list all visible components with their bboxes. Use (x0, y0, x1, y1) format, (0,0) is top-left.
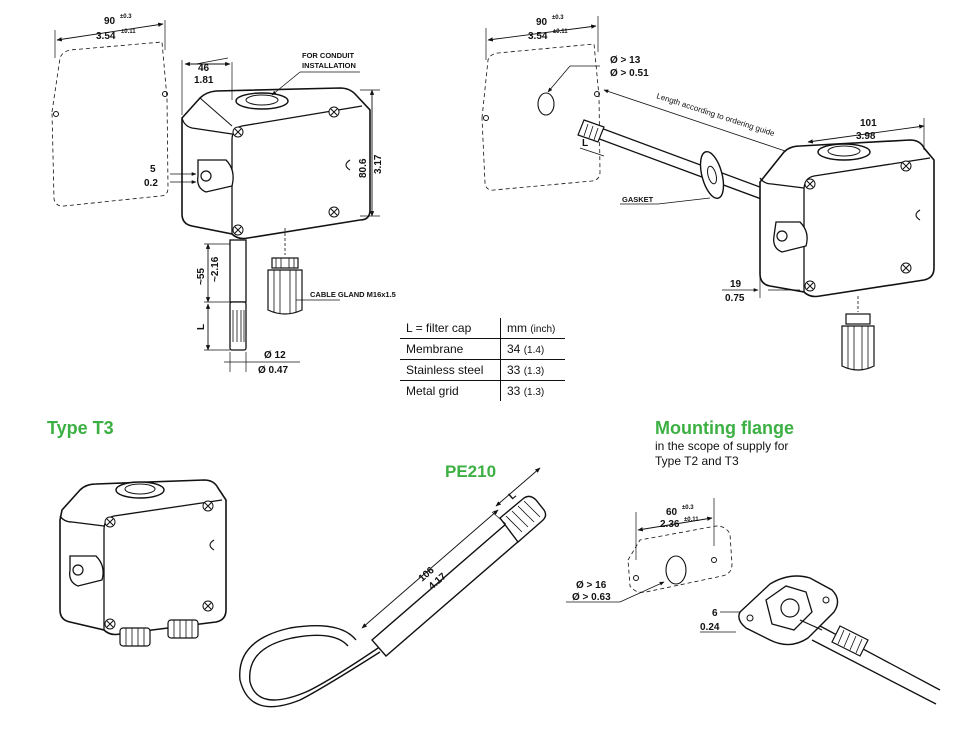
drawing-mounting-flange (566, 498, 941, 705)
filter-row-mm: 34 (507, 341, 521, 356)
d2-width-in-tol: ±0.11 (553, 29, 568, 35)
filter-table-row: Stainless steel 33 (1.3) (400, 359, 565, 381)
drawing1-labels: 90 ±0.3 3.54 ±0.11 46 1.81 FOR CONDUIT I… (96, 14, 396, 376)
mount-hole-left (53, 111, 59, 117)
d1-filter-label: L (196, 324, 207, 330)
d1-offset-mm: 46 (198, 63, 210, 74)
filter-table-header-unit: mm (inch) (500, 318, 565, 339)
d1-probe-in: ~2.16 (210, 256, 221, 282)
width-dimension-line (56, 22, 164, 42)
mount-hole-right (162, 91, 168, 97)
drawing-duct-mount (481, 16, 935, 371)
housing-screws (232, 106, 340, 236)
flange-hole-in: Ø > 0.63 (572, 592, 611, 603)
pe210-cable (239, 625, 381, 708)
drawing-pe210 (239, 467, 547, 708)
t3-gland-right (167, 619, 199, 639)
d1-width-in: 3.54 (96, 31, 116, 42)
flange-labels: 60 ±0.3 2.36 ±0.11 Ø > 16 Ø > 0.63 6 0.2… (572, 505, 720, 633)
filter-table-row: Membrane 34 (1.4) (400, 338, 565, 360)
heading-pe210: PE210 (445, 462, 497, 481)
filter-row-label: Stainless steel (400, 359, 501, 381)
d2-width-mm: 90 (536, 17, 548, 28)
filter-row-inch: (1.3) (523, 365, 545, 377)
d1-offset-in: 1.81 (194, 75, 214, 86)
flange-hole-mm: Ø > 16 (576, 580, 607, 591)
filter-row-mm: 33 (507, 383, 521, 398)
filter-table-row: Metal grid 33 (1.3) (400, 380, 566, 402)
flange-spacing-mm-tol: ±0.3 (682, 505, 694, 511)
d1-slot-mm: 5 (150, 164, 156, 175)
flange-spacing-in: 2.36 (660, 519, 680, 530)
d2-width-mm-tol: ±0.3 (552, 15, 564, 21)
pe210-shaft (371, 523, 521, 657)
housing-body (181, 87, 371, 240)
mounting-flange-subtitle-2: Type T2 and T3 (655, 454, 739, 468)
probe-filter-cap (229, 301, 247, 351)
flange-thick-in: 0.24 (700, 622, 720, 633)
drawing-housing-probe (51, 20, 380, 372)
pe210-length-dimension-line (361, 509, 499, 629)
filter-table-header-label: L = filter cap (400, 318, 501, 339)
d2-hole-in: Ø > 0.51 (610, 68, 649, 79)
filter-table-header-unit-inch: (inch) (530, 323, 556, 335)
probe-shaft (229, 239, 247, 303)
drawing-type-t3 (59, 479, 227, 647)
d1-width-mm-tol: ±0.3 (120, 14, 132, 20)
d1-height-in: 3.17 (373, 154, 384, 174)
d1-probe-mm: ~55 (196, 268, 207, 285)
duct-probe-shaft (585, 123, 769, 201)
flange-spacing-in-tol: ±0.11 (684, 517, 699, 523)
filter-row-inch: (1.4) (523, 344, 545, 356)
flange-spacing-mm: 60 (666, 507, 678, 518)
filter-row-value: 33 (1.3) (500, 359, 565, 381)
length-dimension-line (603, 89, 795, 155)
d2-depth-mm: 101 (860, 118, 877, 129)
d1-conduit-note-2: INSTALLATION (302, 61, 356, 70)
mounting-flange-subtitle-1: in the scope of supply for (655, 439, 789, 453)
d1-cable-gland: CABLE GLAND M16x1.5 (310, 290, 396, 299)
duct-hole (537, 92, 555, 116)
d1-height-mm: 80.6 (358, 158, 369, 178)
flange-outline-dashed (627, 525, 733, 593)
filter-table-header: L = filter cap mm (inch) (400, 318, 565, 339)
mounting-outline-dashed (51, 41, 169, 207)
d2-gasket: GASKET (622, 195, 654, 204)
pe210-filter-label: L (507, 490, 519, 502)
filter-table-header-unit-mm: mm (507, 320, 527, 335)
d2-filter-label: L (582, 138, 588, 149)
filter-row-inch: (1.3) (523, 386, 545, 398)
d2-flange-mm: 19 (730, 279, 742, 290)
d1-diam-mm: Ø 12 (264, 350, 286, 361)
heading-type-t3: Type T3 (47, 418, 114, 438)
filter-cap-table: L = filter cap mm (inch) Membrane 34 (1.… (400, 318, 565, 401)
heading-mounting-flange: Mounting flange (655, 418, 794, 438)
filter-row-value: 34 (1.4) (500, 338, 565, 360)
d2-depth-in: 3.98 (856, 131, 876, 142)
filter-row-label: Membrane (400, 338, 501, 360)
filter-row-label: Metal grid (400, 380, 501, 401)
d1-width-mm: 90 (104, 16, 116, 27)
duct-mounting-outline (481, 43, 601, 191)
d1-diam-in: Ø 0.47 (258, 365, 288, 376)
cable-gland (267, 228, 303, 315)
d2-hole-mm: Ø > 13 (610, 55, 641, 66)
filter-row-value: 33 (1.3) (501, 381, 566, 402)
t3-housing-body (59, 479, 227, 636)
d1-conduit-note-1: FOR CONDUIT (302, 51, 354, 60)
d2-flange-in: 0.75 (725, 293, 745, 304)
flange-probe-shaft (811, 625, 941, 705)
filter-row-mm: 33 (507, 362, 521, 377)
gasket (699, 150, 725, 200)
d1-width-in-tol: ±0.11 (121, 29, 136, 35)
flange-thick-mm: 6 (712, 608, 718, 619)
t3-gland-left (119, 627, 151, 647)
side-cable-clip (197, 159, 234, 193)
d2-width-in: 3.54 (528, 31, 548, 42)
d1-slot-in: 0.2 (144, 178, 158, 189)
d2-length-note: Length according to ordering guide (655, 91, 776, 138)
